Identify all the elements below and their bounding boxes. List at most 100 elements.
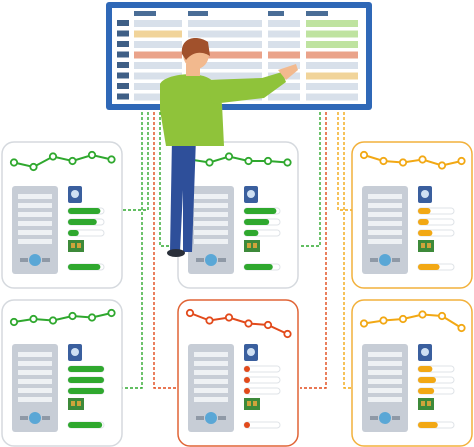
chip-pin	[77, 243, 81, 248]
status-bar	[243, 229, 281, 237]
status-bar	[243, 218, 281, 226]
server-vent	[42, 416, 50, 420]
server-icon	[188, 344, 234, 432]
server-slot	[194, 221, 228, 226]
server-panel-bottom-right	[351, 299, 473, 447]
status-bar-fill	[418, 264, 440, 270]
server-slot	[18, 230, 52, 235]
status-bar-fill	[418, 366, 433, 372]
row-cell	[134, 20, 182, 27]
server-slot	[18, 239, 52, 244]
status-bar-fill	[244, 377, 250, 383]
row-marker	[117, 83, 129, 89]
server-vent	[218, 258, 226, 262]
status-bar-fill	[244, 219, 270, 225]
row-cell	[306, 72, 358, 80]
trend-point	[224, 313, 234, 322]
trend-point	[457, 156, 466, 166]
row-cell	[268, 62, 300, 69]
status-bar-fill	[244, 422, 250, 428]
row-cell	[188, 30, 262, 38]
trend-point	[107, 308, 116, 318]
server-panel-top-middle	[177, 141, 299, 289]
server-slot	[18, 361, 52, 366]
row-cell	[268, 51, 300, 59]
trend-point	[244, 156, 253, 166]
server-panel-top-left	[1, 141, 123, 289]
memory-chip-icon	[244, 240, 260, 252]
dashboard-rows	[117, 20, 358, 101]
trend-point	[48, 316, 58, 325]
server-slot	[18, 397, 52, 402]
chip-pin	[71, 401, 75, 406]
server-slot	[368, 397, 402, 402]
server-vent	[370, 258, 378, 262]
memory-chip-icon	[418, 240, 434, 252]
chip-pin	[247, 243, 251, 248]
row-marker	[117, 30, 129, 37]
hard-drive-disc	[247, 190, 255, 198]
trend-point	[359, 150, 369, 160]
status-bar-fill	[244, 264, 273, 270]
row-cell	[306, 83, 358, 90]
row-marker	[117, 20, 129, 26]
trend-point	[185, 308, 195, 318]
server-slot	[368, 212, 402, 217]
server-slot	[194, 203, 228, 208]
server-vent	[392, 258, 400, 262]
server-slot	[194, 397, 228, 402]
chip-pin	[427, 401, 431, 406]
server-icon	[12, 186, 58, 274]
dashboard-board	[106, 2, 372, 110]
trend-point	[379, 316, 388, 325]
status-bar	[417, 376, 455, 384]
row-cell	[306, 51, 358, 59]
hard-drive-disc	[421, 348, 429, 356]
server-slot	[18, 212, 52, 217]
trend-point	[263, 320, 273, 330]
trend-point	[205, 158, 214, 167]
connection-line-top-right	[337, 112, 352, 211]
row-cell	[306, 30, 358, 38]
trend-point	[107, 155, 116, 164]
status-bar	[67, 421, 105, 429]
status-bar	[417, 387, 455, 395]
trend-point	[418, 155, 427, 164]
row-cell	[306, 41, 358, 48]
trend-point	[263, 156, 273, 166]
server-panel-top-right	[351, 141, 473, 289]
hard-drive-icon	[68, 344, 82, 361]
row-cell	[268, 83, 300, 90]
server-vent	[196, 258, 204, 262]
server-slot	[368, 203, 402, 208]
line-chart-icon	[9, 308, 116, 327]
status-bar	[417, 218, 455, 226]
server-slot	[194, 230, 228, 235]
status-bar	[243, 207, 281, 215]
server-icon	[188, 186, 234, 274]
status-bar-fill	[418, 377, 436, 383]
chip-body	[68, 240, 84, 252]
server-slot	[18, 379, 52, 384]
server-panel-bottom-middle	[177, 299, 299, 447]
connection-line-mid-right-2	[300, 112, 327, 389]
row-marker	[117, 51, 129, 58]
trend-point	[205, 316, 214, 325]
status-bar	[67, 218, 105, 226]
person-icon	[160, 38, 298, 257]
chip-pin	[77, 401, 81, 406]
line-chart-icon	[359, 310, 466, 333]
row-cell	[134, 93, 182, 101]
row-cell	[268, 20, 300, 27]
status-bar-fill	[244, 388, 250, 394]
trend-point	[9, 317, 19, 327]
hard-drive-icon	[418, 186, 432, 203]
server-icon	[362, 186, 408, 274]
row-cell	[268, 41, 300, 48]
server-indicator	[379, 412, 391, 424]
server-slot	[194, 361, 228, 366]
trend-point	[437, 311, 447, 321]
connection-line-mid-right	[300, 112, 321, 247]
trend-point	[87, 150, 97, 160]
